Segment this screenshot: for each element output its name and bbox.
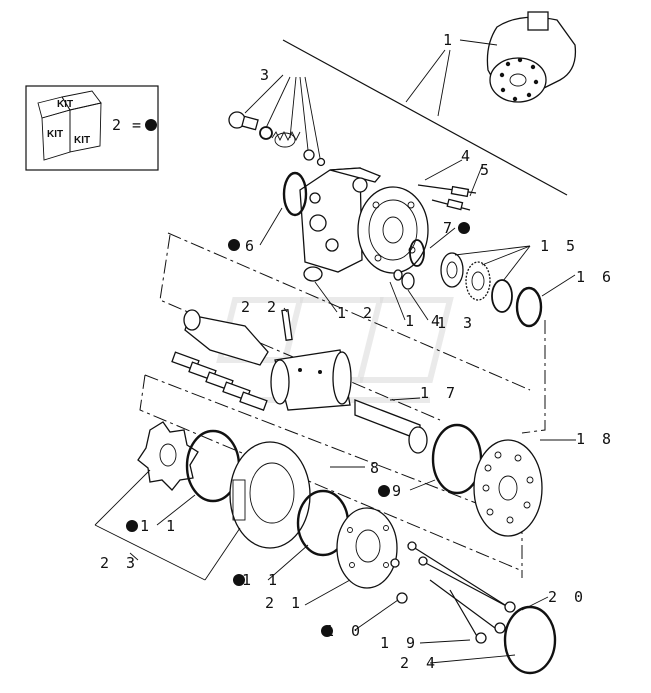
callout-13: 1 3: [437, 314, 476, 332]
plug-12-drawing: [303, 266, 323, 282]
kit-face-top: KIT: [57, 99, 73, 110]
callout-21: 2 1: [265, 594, 304, 612]
leader-lines: [94, 39, 576, 664]
callout-12: 1 2: [337, 304, 376, 322]
callout-22: 2 2: [241, 298, 280, 316]
callout-4: 4: [461, 147, 474, 165]
callout-1: 1: [443, 31, 456, 49]
spring-plates-drawing: [171, 351, 268, 411]
part-13-drawing: [401, 272, 415, 290]
callout-15: 1 5: [540, 237, 579, 255]
kit-dot-icon-7: [458, 222, 470, 234]
kit-dot-icon-11b: [233, 574, 245, 586]
kit-dot-icon-11a: [126, 520, 138, 532]
bearing-stack-drawing: [440, 252, 543, 328]
o-ring-6-drawing: [282, 171, 308, 217]
shaft-drawing: [183, 308, 352, 411]
callout-14: 1 4: [405, 312, 444, 330]
callout-23: 2 3: [100, 554, 139, 572]
end-cap-drawing: [336, 507, 398, 589]
ring-24-drawing: [503, 605, 557, 675]
callout-20: 2 0: [548, 588, 587, 606]
callout-11a: 1 1: [140, 517, 179, 535]
callout-19: 1 9: [380, 634, 419, 652]
callout-5: 5: [480, 161, 493, 179]
gerotor-housing-drawing: [229, 441, 311, 549]
drive-link-drawing: [354, 399, 428, 454]
kit-markers: [126, 222, 470, 637]
legend-frame: [25, 85, 159, 171]
callout-7: 7: [443, 219, 456, 237]
callout-17: 1 7: [420, 384, 459, 402]
gerotor-star-drawing: [137, 421, 199, 491]
kit-face-left: KIT: [47, 129, 63, 140]
housing-drawing: [299, 167, 429, 274]
kit-cube-icon: KIT KIT KIT: [37, 90, 102, 161]
callout-16: 1 6: [576, 268, 615, 286]
kit-face-right: KIT: [74, 135, 90, 146]
callout-18: 1 8: [576, 430, 615, 448]
o-ring-7-drawing: [409, 239, 425, 267]
valve-parts-drawing: [228, 111, 326, 167]
kit-dot-icon-9: [378, 485, 390, 497]
callout-6: 6: [245, 237, 258, 255]
part-14-drawing: [393, 269, 403, 281]
kit-dot-icon: [145, 119, 157, 131]
callout-11b: 1 1: [242, 571, 281, 589]
divider-line: [282, 39, 568, 196]
legend-equals-label: 2 =: [112, 116, 142, 134]
callout-10: 1 0: [325, 622, 364, 640]
callout-8: 8: [370, 459, 383, 477]
motor-assembly-drawing: [486, 11, 577, 103]
callout-24: 2 4: [400, 654, 439, 672]
bolts-drawing: [390, 541, 516, 644]
callout-3: 3: [260, 66, 273, 84]
plate-18-drawing: [473, 439, 543, 537]
callout-labels: 1 3 4 5 6 7 1 5 1 6 2 2 1 2 1 4 1 3 1 7 …: [100, 31, 615, 672]
pins-4-5-drawing: [417, 184, 477, 211]
kit-dot-icon-10: [321, 625, 333, 637]
kit-dot-icon-6: [228, 239, 240, 251]
callout-9: 9: [392, 482, 405, 500]
kit-legend: KIT KIT KIT 2 =: [25, 85, 159, 171]
